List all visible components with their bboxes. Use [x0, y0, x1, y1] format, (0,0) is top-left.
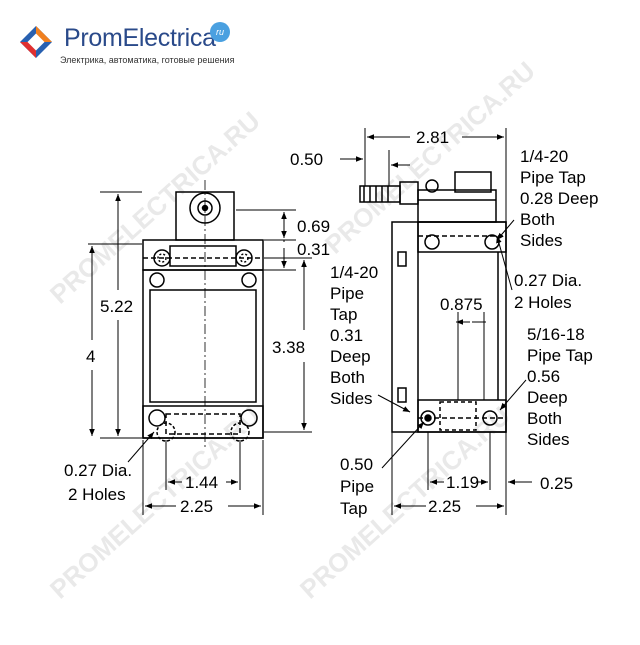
mount-hole-left — [148, 409, 166, 427]
side-slot-upper — [397, 251, 407, 267]
watermark-text: PROMELECTRICA.RU — [319, 55, 541, 259]
side-slot-lower — [397, 387, 407, 403]
side-head — [417, 189, 497, 223]
holes-note-side-1: 0.27 Dia. — [514, 271, 582, 290]
right-tap-note-3: 0.56 — [527, 367, 560, 386]
right-tap-note-4: Deep — [527, 388, 568, 407]
holes-note-side-2: 2 Holes — [514, 293, 572, 312]
side-cover — [417, 221, 507, 253]
dim-1.19: 1.19 — [446, 473, 479, 492]
dim-1.44: 1.44 — [185, 473, 218, 492]
dim-0.875: 0.875 — [440, 295, 483, 314]
dim-2.25-side: 2.25 — [428, 497, 461, 516]
dim-0.50-shaft: 0.50 — [290, 150, 323, 169]
conduit-circle-right — [230, 422, 250, 442]
dim-0.31: 0.31 — [297, 240, 330, 259]
body-hole-top-right — [241, 272, 257, 288]
holes-note-line-2: 2 Holes — [68, 485, 126, 504]
cover-screw-left — [153, 249, 171, 267]
top-tap-note-3: 0.28 Deep — [520, 189, 598, 208]
top-tap-note-5: Sides — [520, 231, 563, 250]
conduit-note-2: Pipe — [340, 477, 374, 496]
brand-name: PromElectrica — [64, 24, 216, 52]
left-tap-note-6: Both — [330, 368, 365, 387]
body-window — [149, 289, 257, 403]
dim-4: 4 — [86, 347, 95, 366]
right-tap-note-5: Both — [527, 409, 562, 428]
side-dims — [340, 128, 532, 515]
top-tap-note-4: Both — [520, 210, 555, 229]
body-hole-top-left — [149, 272, 165, 288]
logo-icon — [20, 26, 52, 58]
mount-hole-right — [240, 409, 258, 427]
conduit-note-3: Tap — [340, 499, 367, 518]
conduit-circle-left — [156, 422, 176, 442]
dim-2.25-front: 2.25 — [180, 497, 213, 516]
right-tap-note-2: Pipe Tap — [527, 346, 593, 365]
left-tap-note-4: 0.31 — [330, 326, 363, 345]
left-tap-note-1: 1/4-20 — [330, 263, 378, 282]
left-tap-note-2: Pipe — [330, 284, 364, 303]
dim-3.38: 3.38 — [272, 338, 305, 357]
front-view — [142, 180, 264, 450]
front-labels: 5.22 4 0.69 0.31 3.38 1.44 2.25 0.27 Dia… — [64, 217, 330, 516]
side-tap-left — [424, 234, 440, 250]
top-tap-note-2: Pipe Tap — [520, 168, 586, 187]
left-tap-note-5: Deep — [330, 347, 371, 366]
side-base — [417, 399, 507, 433]
right-tap-note-1: 5/16-18 — [527, 325, 585, 344]
left-tap-note-7: Sides — [330, 389, 373, 408]
left-tap-note-3: Tap — [330, 305, 357, 324]
base-plate — [142, 405, 264, 439]
dim-5.22: 5.22 — [100, 297, 133, 316]
dim-2.81: 2.81 — [416, 128, 449, 147]
holes-note-line-1: 0.27 Dia. — [64, 461, 132, 480]
side-labels: 2.81 0.50 1/4-20 Pipe Tap 0.28 Deep Both… — [290, 128, 598, 518]
watermark-text: PROMELECTRICA.RU — [294, 400, 516, 604]
conduit-note-1: 0.50 — [340, 455, 373, 474]
cover-inner — [169, 245, 237, 267]
right-tap-note-6: Sides — [527, 430, 570, 449]
brand-block[interactable]: PromElectrica ru Электрика, автоматика, … — [18, 22, 248, 72]
cover-screw-right — [235, 249, 253, 267]
brand-tld-badge: ru — [210, 22, 230, 42]
dim-0.25: 0.25 — [540, 474, 573, 493]
side-view — [359, 171, 507, 433]
dim-0.69: 0.69 — [297, 217, 330, 236]
brand-tagline: Электрика, автоматика, готовые решения — [60, 55, 235, 65]
front-dims — [88, 191, 312, 515]
watermark-text: PROMELECTRICA.RU — [44, 105, 266, 309]
top-tap-note-1: 1/4-20 — [520, 147, 568, 166]
